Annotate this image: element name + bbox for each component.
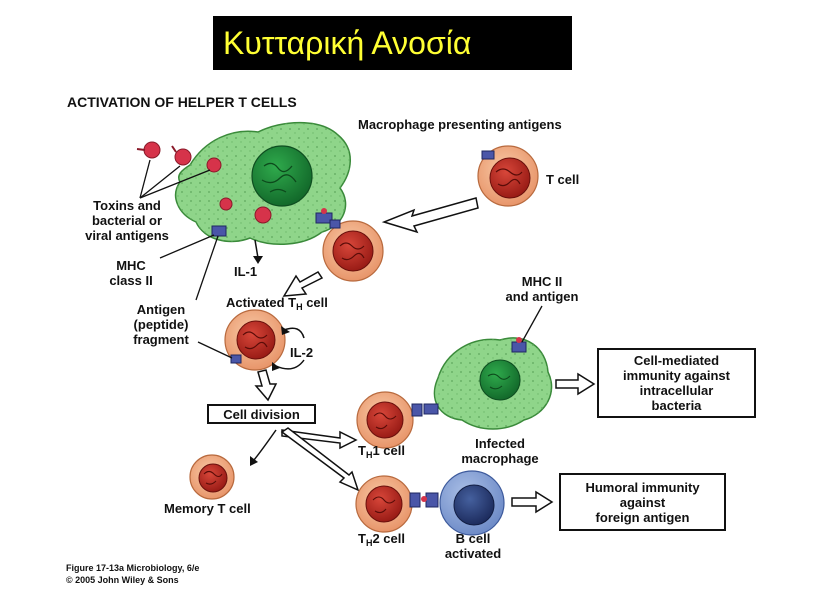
- label-activated-th: Activated TH cell: [226, 295, 328, 312]
- label-il1: IL-1: [234, 264, 258, 279]
- label-antigen-fragment: Antigen (peptide) fragment: [133, 302, 189, 347]
- title-bar: Κυτταρική Ανοσία: [213, 16, 572, 70]
- memory-arrow: [253, 429, 277, 461]
- il1-arrowhead: [253, 256, 263, 264]
- toxin-pointer-lines: [139, 159, 211, 199]
- mhc-receptor: [159, 208, 333, 301]
- figure-caption-line1: Figure 17-13a Microbiology, 6/e: [66, 563, 200, 573]
- hollow-arrow-cell-mediated: [555, 372, 596, 396]
- th2-cell: [355, 475, 421, 533]
- il1-arrow: [254, 239, 259, 259]
- hollow-arrow-humoral: [511, 490, 554, 514]
- label-macrophage-presenting: Macrophage presenting antigens: [358, 117, 562, 132]
- memory-t-cell: [189, 454, 235, 500]
- macrophage-presenting-cell: [175, 121, 351, 245]
- humoral-box: Humoral immunity against foreign antigen: [559, 473, 726, 531]
- label-toxins: Toxins and bacterial or viral antigens: [85, 198, 169, 243]
- t-cell-naive: [477, 145, 539, 207]
- label-th2: TH2 cell: [358, 531, 405, 548]
- b-cell: [421, 470, 505, 536]
- diagram-heading: ACTIVATION OF HELPER T CELLS: [67, 94, 297, 110]
- cell-division-box: Cell division: [207, 404, 316, 424]
- memory-arrowhead: [250, 456, 258, 466]
- label-infected-macrophage: Infected macrophage: [461, 436, 539, 466]
- label-t-cell: T cell: [546, 172, 580, 187]
- hollow-arrow-division: [254, 369, 278, 402]
- hollow-arrow-tcell: [381, 197, 479, 234]
- label-il2: IL-2: [290, 345, 314, 360]
- label-mhc-class-ii: MHC class II: [109, 258, 153, 288]
- hollow-arrow-activation: [282, 271, 324, 297]
- figure-caption-line2: © 2005 John Wiley & Sons: [66, 575, 179, 585]
- il2-arrowhead-bottom: [272, 362, 280, 371]
- il2-loop-arrows: [275, 327, 305, 370]
- cell-mediated-box: Cell-mediated immunity against intracell…: [597, 348, 756, 418]
- hollow-arrow-th2: [280, 427, 360, 492]
- label-th1: TH1 cell: [358, 443, 405, 460]
- label-memory-t: Memory T cell: [164, 501, 251, 516]
- label-b-cell: B cell activated: [444, 531, 502, 561]
- activated-th-cell: [197, 309, 286, 371]
- slide-title: Κυτταρική Ανοσία: [223, 25, 472, 61]
- th1-cell: [356, 391, 423, 449]
- t-cell-binding: [322, 219, 384, 282]
- antigen-molecules: [136, 141, 272, 224]
- infected-macrophage: [423, 305, 553, 430]
- il2-arrowhead-top: [281, 326, 290, 335]
- label-mhc-ii-antigen: MHC II and antigen: [505, 274, 579, 304]
